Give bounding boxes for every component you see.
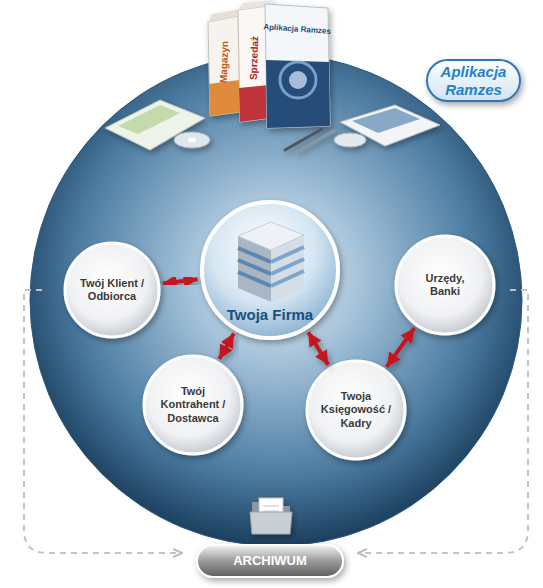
- product-box-label: Aplikacja Ramzes: [263, 23, 331, 36]
- product-box-label: Magazyn: [218, 41, 230, 84]
- folder-icon: [250, 498, 292, 534]
- company-circle: Twoja Firma: [198, 198, 342, 342]
- circle-shape: [65, 243, 159, 337]
- double-arrow: [308, 332, 328, 365]
- double-arrow: [387, 328, 415, 367]
- partner-circle: Twój Kontrahent / Dostawca: [141, 353, 245, 457]
- building-icon: [238, 222, 304, 302]
- archive-pill: ARCHIWUM: [195, 543, 345, 579]
- node-text: Twój Klient / Odbiorca: [73, 277, 151, 303]
- partner-circle: Urzędy, Banki: [393, 233, 497, 337]
- double-arrow: [163, 279, 198, 283]
- circle-shape: [202, 202, 338, 338]
- pill-shape: [197, 545, 343, 577]
- node-text: Twoja Firma: [227, 306, 313, 324]
- node-text: Twoja Księgowość / Kadry: [317, 390, 395, 430]
- product-badge: Aplikacja Ramzes: [425, 58, 522, 103]
- circle-shape: [396, 236, 494, 334]
- partner-circle: Twoja Księgowość / Kadry: [304, 358, 408, 462]
- double-arrow: [219, 333, 234, 359]
- pill-shape: [427, 60, 520, 101]
- node-text: Twój Kontrahent / Dostawca: [154, 385, 232, 425]
- product-box-label: Sprzedaż: [248, 36, 261, 80]
- node-text: Aplikacja Ramzes: [436, 63, 511, 99]
- partner-circle: Twój Klient / Odbiorca: [62, 240, 162, 340]
- node-text: Urzędy, Banki: [415, 272, 475, 298]
- circle-shape: [307, 361, 405, 459]
- product-illustration: [105, 0, 440, 152]
- node-text: ARCHIWUM: [233, 553, 307, 569]
- circle-shape: [144, 356, 242, 454]
